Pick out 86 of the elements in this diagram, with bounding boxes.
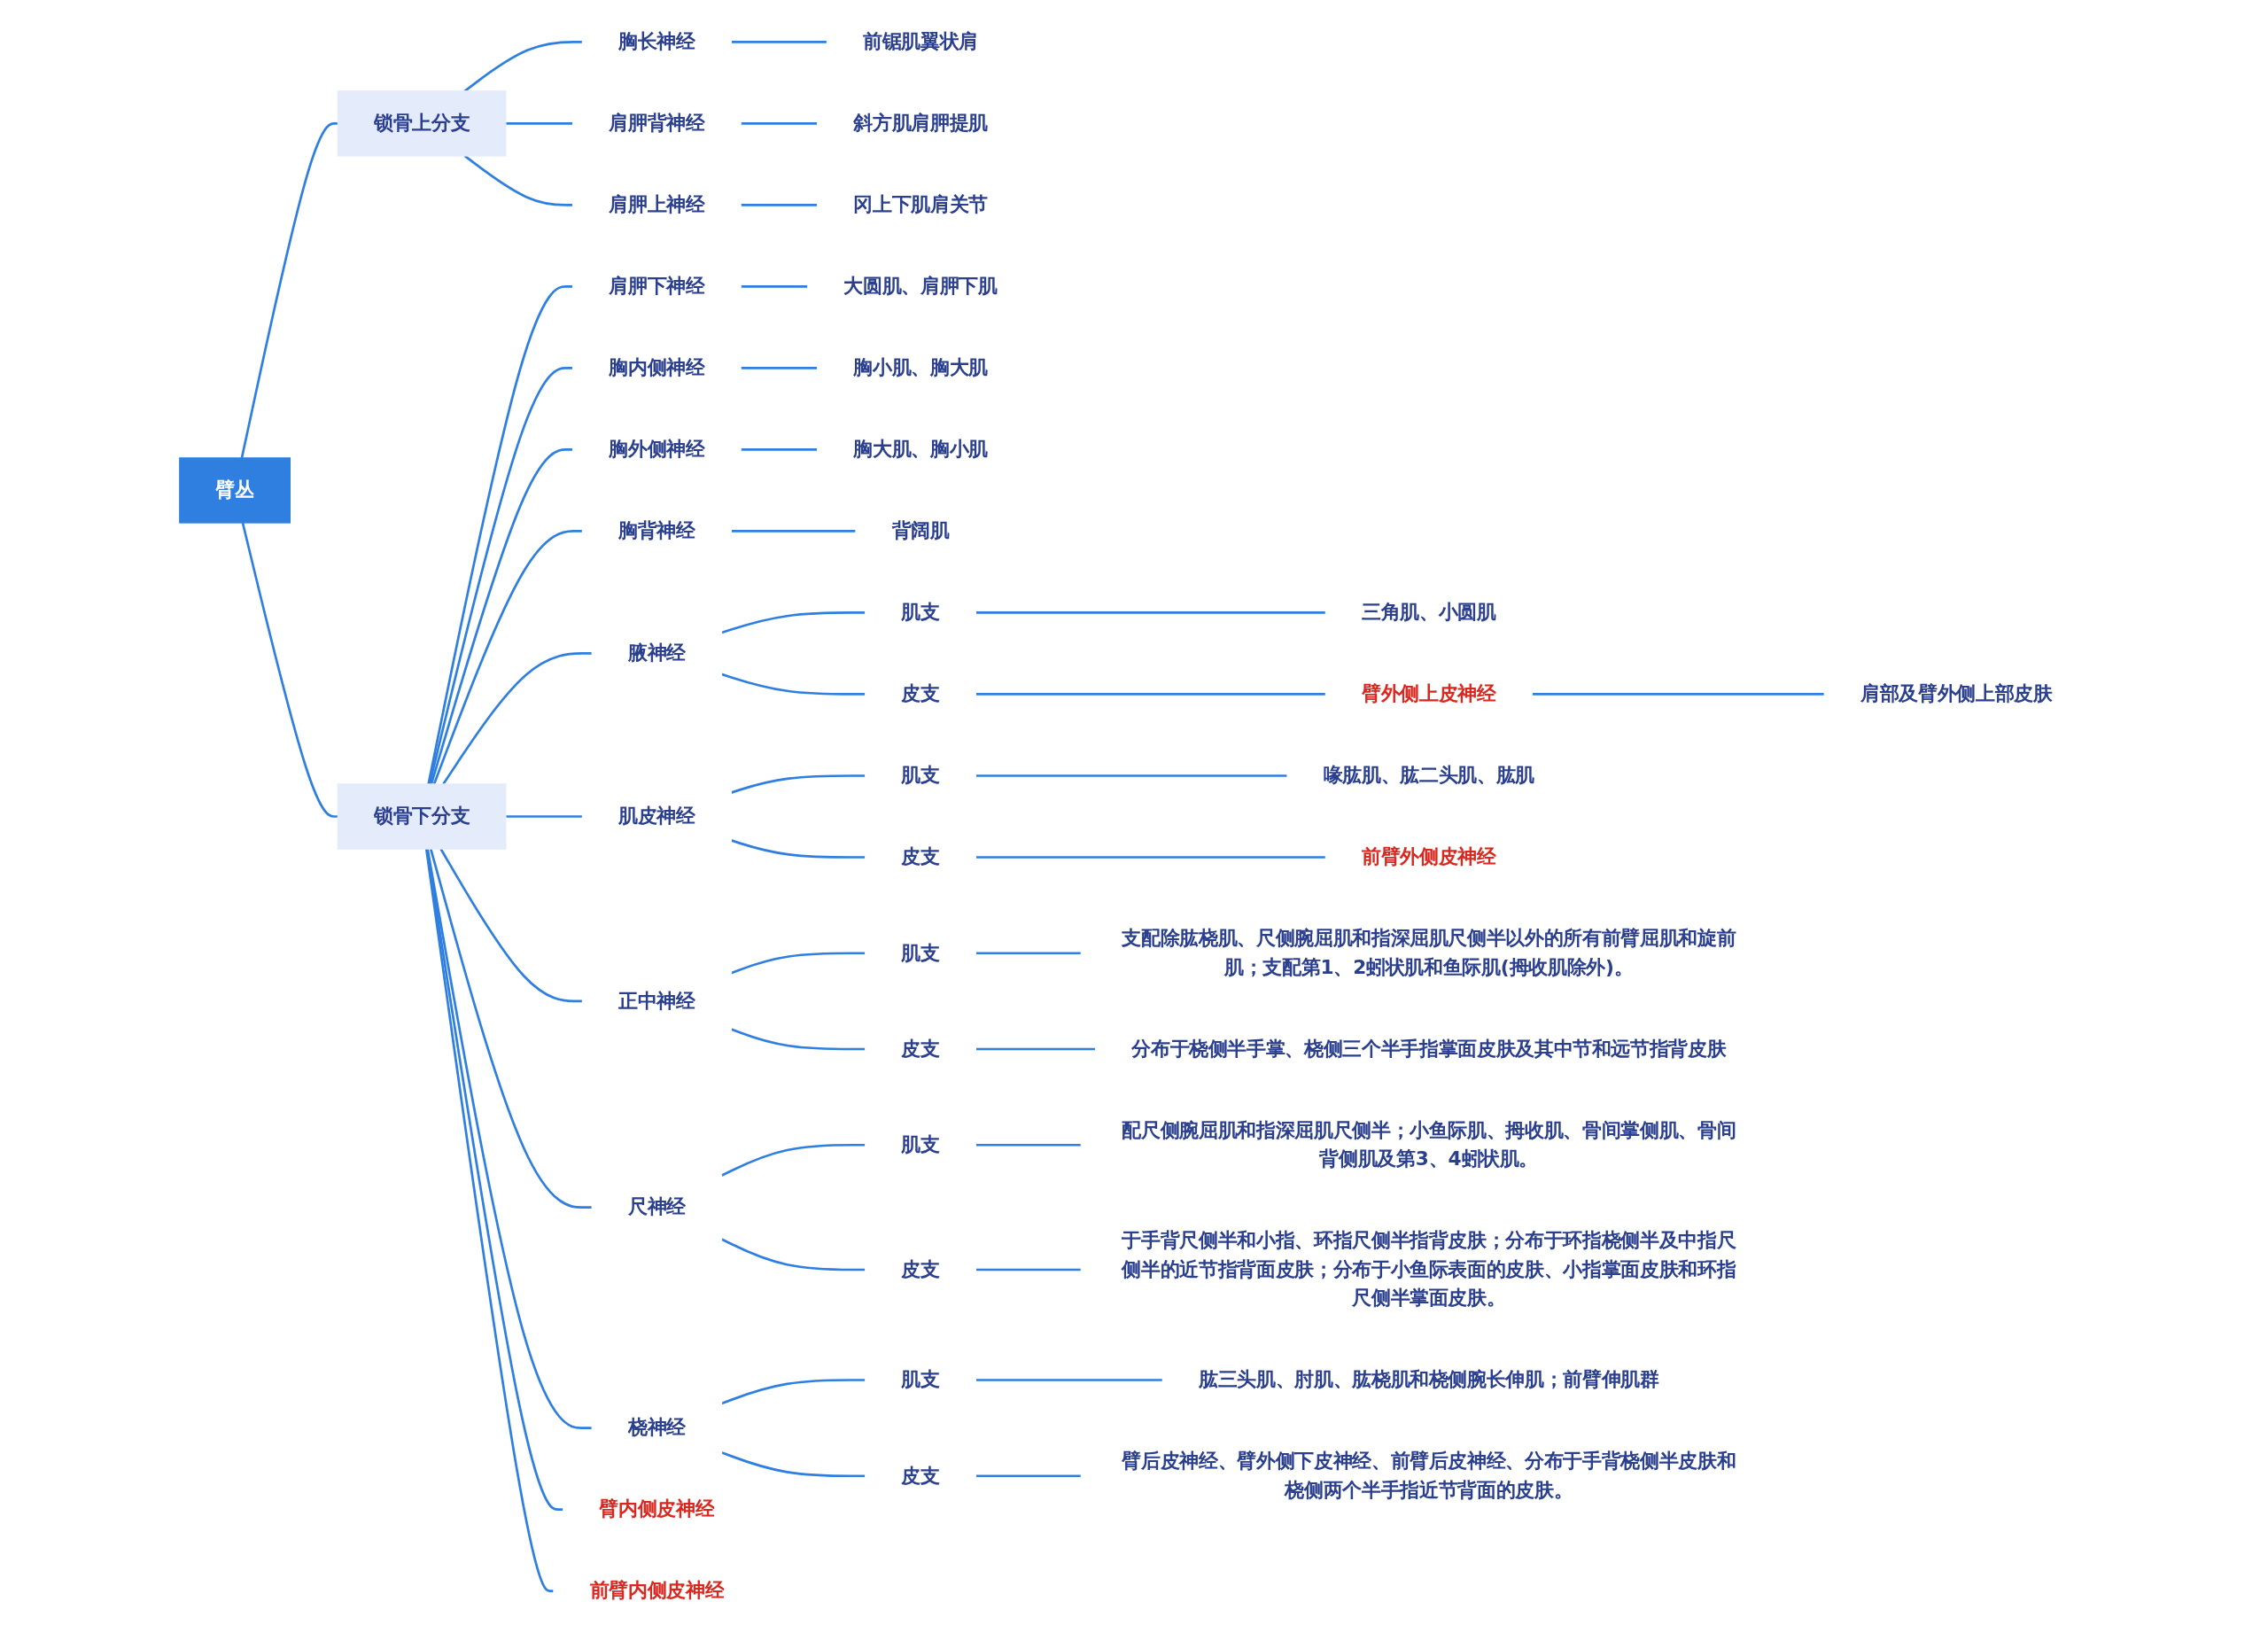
connector — [426, 848, 593, 1429]
node-text: 肌支 — [901, 941, 940, 964]
node-text: 桡神经 — [627, 1416, 686, 1439]
connector — [720, 1143, 866, 1177]
node-box: 臂丛 — [179, 457, 291, 524]
connector — [975, 1047, 1096, 1051]
node-text: 臂后皮神经、臂外侧下皮神经、前臂后皮神经、分布于手背桡侧半皮肤和桡侧两个半手指近节背面的皮肤。 — [1122, 1449, 1736, 1502]
connector — [975, 1379, 1163, 1381]
node-text: 肩胛下神经 — [609, 274, 705, 298]
connector — [741, 448, 818, 451]
connector — [427, 285, 573, 785]
node-text: 肩胛上神经 — [609, 192, 705, 216]
node-text: 大圆肌、肩胛下肌 — [843, 274, 998, 298]
node-text: 胸大肌、胸小肌 — [853, 437, 988, 461]
connector — [975, 1268, 1082, 1271]
node-text: 肩部及臂外侧上部皮肤 — [1860, 681, 2053, 705]
node-text: 喙肱肌、肱二头肌、肱肌 — [1323, 763, 1534, 787]
connector — [425, 848, 563, 1511]
node-text: 胸小肌、胸大肌 — [853, 355, 988, 379]
connector — [975, 1143, 1082, 1147]
node-text: 前臂外侧皮神经 — [1362, 844, 1496, 868]
node-text: 胸内侧神经 — [609, 355, 705, 379]
connector — [432, 530, 583, 785]
connector — [731, 530, 857, 533]
connector — [721, 1450, 866, 1478]
connector — [424, 848, 555, 1592]
connector — [741, 285, 808, 288]
connector — [505, 815, 583, 818]
connector — [721, 673, 866, 696]
node-text: 分布于桡侧半手掌、桡侧三个半手指掌面皮肤及其中节和远节指背皮肤 — [1131, 1037, 1727, 1061]
node-text: 背阔肌 — [891, 518, 950, 542]
node-box: 锁骨下分支 — [337, 783, 507, 850]
node-text: 斜方肌肩胛提肌 — [853, 111, 988, 135]
node-text: 皮支 — [901, 1037, 940, 1061]
connector — [975, 774, 1288, 777]
connector — [430, 448, 573, 785]
connector — [240, 122, 338, 459]
node-text: 肌支 — [901, 600, 940, 624]
node-text: 于手背尺侧半和小指、环指尺侧半指背皮肤；分布于环指桡侧半及中指尺侧半的近节指背面皮肤；分布于小鱼际表面的皮肤、小指掌面皮肤和环指尺侧半掌面皮肤。 — [1122, 1228, 1736, 1310]
node-text: 皮支 — [901, 844, 940, 868]
node-text: 腋神经 — [627, 641, 686, 665]
node-text: 臂外侧上皮神经 — [1362, 681, 1496, 705]
node-text: 肩胛背神经 — [609, 111, 705, 135]
connector — [741, 367, 818, 369]
node-text: 三角肌、小圆肌 — [1362, 600, 1496, 624]
node-text: 皮支 — [901, 1257, 940, 1281]
connector — [1532, 693, 1825, 696]
connector — [721, 1379, 866, 1405]
connector — [975, 856, 1326, 859]
connector — [975, 952, 1082, 955]
node-text: 前锯肌翼状肩 — [863, 29, 979, 53]
node-text: 胸外侧神经 — [609, 437, 705, 461]
node-text: 冈上下肌肩关节 — [853, 192, 988, 216]
connector — [463, 41, 583, 92]
connector — [741, 204, 818, 206]
node-text: 肌皮神经 — [618, 804, 695, 828]
connector — [430, 848, 593, 1209]
connector — [975, 693, 1326, 696]
connector — [241, 522, 338, 818]
connector — [428, 367, 573, 785]
node-text: 肱三头肌、肘肌、肱桡肌和桡侧腕长伸肌；前臂伸肌群 — [1199, 1367, 1659, 1391]
node-text: 配尺侧腕屈肌和指深屈肌尺侧半；小鱼际肌、拇收肌、骨间掌侧肌、骨间背侧肌及第3、4蚓状肌。 — [1122, 1118, 1736, 1170]
node-text: 皮支 — [901, 1464, 940, 1487]
node-text: 胸背神经 — [618, 518, 695, 542]
node-text: 肌支 — [901, 1132, 940, 1156]
connector — [721, 611, 866, 634]
connector — [741, 122, 818, 125]
node-text: 正中神经 — [618, 989, 695, 1013]
node-text: 肌支 — [901, 1367, 940, 1391]
node-text: 前臂内侧皮神经 — [589, 1579, 725, 1602]
connector — [720, 1238, 866, 1271]
connector — [730, 952, 866, 975]
connector — [975, 611, 1326, 614]
connector — [505, 122, 573, 125]
connector — [975, 1474, 1082, 1478]
node-text: 尺神经 — [627, 1195, 686, 1218]
node-text: 皮支 — [901, 681, 940, 705]
node-text: 肌支 — [901, 763, 940, 787]
node-text: 胸长神经 — [618, 29, 695, 53]
node-box: 锁骨上分支 — [337, 90, 507, 157]
connector — [463, 154, 573, 206]
connector — [439, 848, 583, 1003]
connector — [731, 41, 827, 43]
node-text: 支配除肱桡肌、尺侧腕屈肌和指深屈肌尺侧半以外的所有前臂屈肌和旋前肌；支配第1、2蚓状肌和鱼际肌(拇收肌除外)。 — [1122, 926, 1736, 979]
connector — [442, 652, 593, 785]
node-text: 臂内侧皮神经 — [599, 1497, 715, 1520]
